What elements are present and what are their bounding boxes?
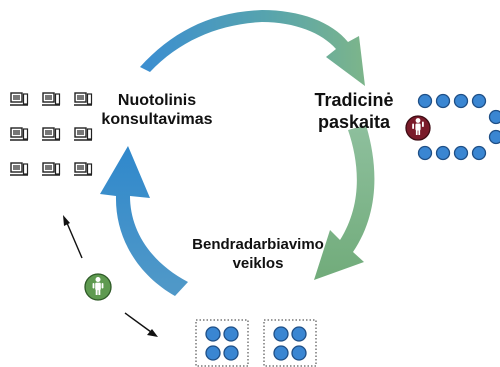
collab-line-2: veiklos [233, 255, 284, 272]
collab-group-2 [263, 319, 317, 367]
seat-circle [205, 345, 221, 361]
cycle-arrow-right [314, 125, 375, 280]
computer-icon [73, 162, 93, 176]
computer-icon [41, 162, 61, 176]
collab-line-1: Bendradarbiavimo [192, 236, 324, 253]
label-remote-consultation: Nuotolinis konsultavimas [101, 92, 212, 128]
seat-circle [223, 326, 239, 342]
computer-icon [73, 92, 93, 106]
seat-circle [488, 109, 500, 125]
direction-arrow-up [63, 215, 83, 259]
seat-circle [471, 93, 487, 109]
lecture-seats [417, 93, 500, 161]
seat-circle [273, 326, 289, 342]
remote-line-2: konsultavimas [101, 111, 212, 128]
label-collaboration: Bendradarbiavimo veiklos [192, 236, 324, 272]
computer-grid [9, 92, 93, 176]
collab-group-1 [195, 319, 249, 367]
seat-circle [453, 93, 469, 109]
traditional-line-1: Tradicinė [314, 90, 393, 110]
seat-circle [205, 326, 221, 342]
person-icon [92, 277, 104, 295]
cycle-arrow-left [100, 146, 188, 296]
computer-icon [9, 127, 29, 141]
direction-arrow-down [124, 312, 158, 337]
seat-circle [417, 145, 433, 161]
computer-icon [73, 127, 93, 141]
computer-icon [9, 92, 29, 106]
computer-icon [41, 92, 61, 106]
seat-circle [471, 145, 487, 161]
seat-circle [417, 93, 433, 109]
person-icon [412, 118, 424, 135]
traditional-line-2: paskaita [318, 112, 391, 132]
seat-circle [291, 345, 307, 361]
seat-circle [435, 145, 451, 161]
learner-badge [84, 273, 112, 301]
presenter-badge [405, 115, 431, 141]
seat-circle [488, 129, 500, 145]
seat-circle [435, 93, 451, 109]
seat-circle [291, 326, 307, 342]
computer-icon [41, 127, 61, 141]
remote-line-1: Nuotolinis [118, 92, 196, 109]
seat-circle [273, 345, 289, 361]
seat-circle [453, 145, 469, 161]
label-traditional-lecture: Tradicinė paskaita [314, 90, 393, 132]
computer-icon [9, 162, 29, 176]
cycle-arrow-top [140, 10, 365, 86]
seat-circle [223, 345, 239, 361]
